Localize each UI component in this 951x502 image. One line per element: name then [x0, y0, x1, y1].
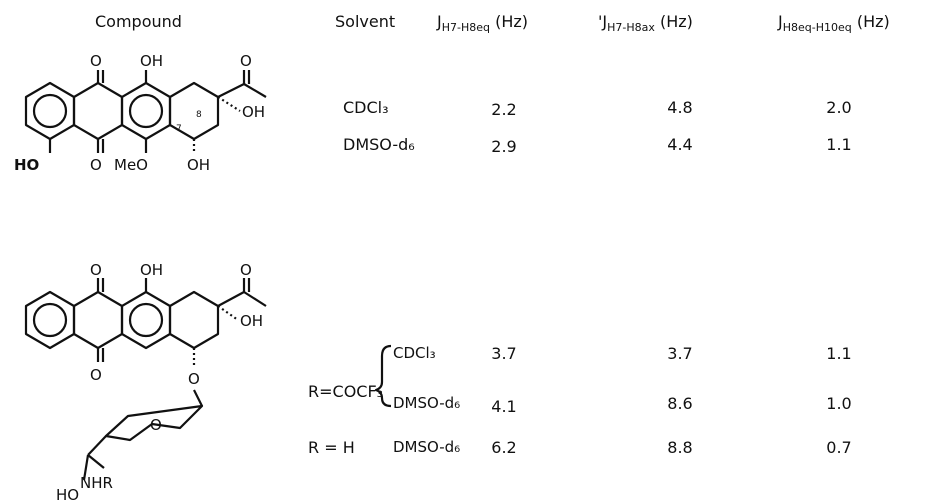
row-0-j2: 4.8: [667, 98, 693, 117]
svg-text:O: O: [188, 370, 200, 388]
row-0-j3: 2.0: [826, 98, 852, 117]
solvent-brace: [374, 344, 392, 408]
row-3-j3: 1.0: [826, 394, 852, 413]
svg-text:OH: OH: [187, 156, 210, 174]
row-4-j2: 8.8: [667, 438, 693, 457]
row-1-j3: 1.1: [826, 135, 852, 154]
row-3-j1: 4.1: [491, 397, 517, 416]
svg-text:O: O: [150, 416, 162, 434]
row-2-group: R=COCF₃: [308, 382, 384, 401]
row-2-j1: 3.7: [491, 344, 517, 363]
svg-text:O: O: [90, 52, 102, 70]
header-j-h7-h8eq: JH7-H8eq (Hz): [437, 12, 528, 35]
svg-text:O: O: [90, 156, 102, 174]
svg-text:HO: HO: [56, 486, 79, 502]
row-0-solvent: CDCl₃: [343, 98, 389, 117]
structure-2: [24, 278, 267, 481]
row-1-j1: 2.9: [491, 137, 517, 156]
svg-text:HO: HO: [14, 156, 39, 174]
row-2-j2: 3.7: [667, 344, 693, 363]
row-3-j2: 8.6: [667, 394, 693, 413]
row-4-group: R = H: [308, 438, 355, 457]
structure-1: [24, 70, 267, 153]
row-2-solvent: CDCl₃: [393, 344, 436, 362]
row-1-solvent: DMSO-d₆: [343, 135, 415, 154]
row-2-j3: 1.1: [826, 344, 852, 363]
svg-text:O: O: [240, 52, 252, 70]
header-j-h8eq-h10eq: JH8eq-H10eq (Hz): [778, 12, 890, 35]
svg-text:NHR: NHR: [80, 474, 113, 492]
svg-text:O: O: [240, 261, 252, 279]
svg-text:OH: OH: [140, 52, 163, 70]
svg-text:OH: OH: [140, 261, 163, 279]
header-compound: Compound: [95, 12, 182, 31]
svg-text:O: O: [90, 366, 102, 384]
svg-text:7: 7: [176, 124, 182, 134]
header-solvent: Solvent: [335, 12, 396, 31]
svg-text:MeO: MeO: [114, 156, 148, 174]
svg-text:OH: OH: [240, 312, 263, 330]
row-4-solvent: DMSO-d₆: [393, 438, 461, 456]
row-1-j2: 4.4: [667, 135, 693, 154]
svg-text:8: 8: [196, 110, 202, 120]
row-4-j1: 6.2: [491, 438, 517, 457]
header-j-h7-h8ax: 'JH7-H8ax (Hz): [598, 12, 693, 35]
svg-text:OH: OH: [242, 103, 265, 121]
row-0-j1: 2.2: [491, 100, 517, 119]
row-4-j3: 0.7: [826, 438, 852, 457]
row-3-solvent: DMSO-d₆: [393, 394, 461, 412]
svg-text:O: O: [90, 261, 102, 279]
